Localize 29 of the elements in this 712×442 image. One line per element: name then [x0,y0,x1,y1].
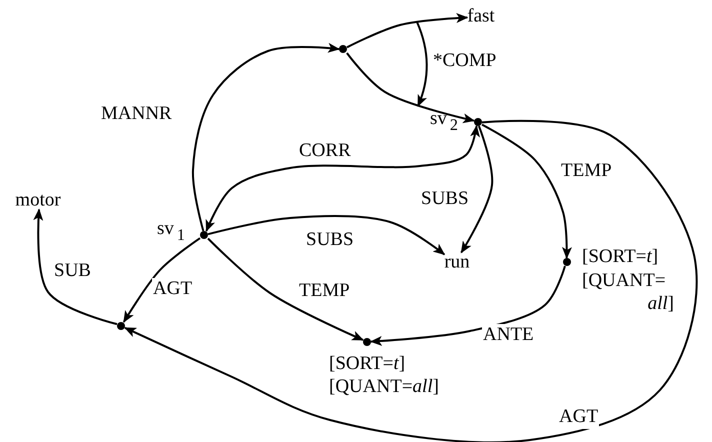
arrow [192,42,340,232]
node-annotation: [SORT=t] [582,246,658,269]
arrow [208,214,446,256]
node-annotation: [SORT=t] [329,353,406,376]
node-dot [339,45,347,53]
arrow [207,238,364,341]
node-dot [117,322,125,330]
arrow [33,208,118,326]
node-dot [200,231,208,239]
node-label: run [444,252,470,272]
arrow [346,52,475,124]
arrow [482,124,572,259]
relation-label: *COMP [433,50,496,73]
node-annotation: [QUANT=all] [329,376,439,399]
node-annotation: [QUANT= all] [582,270,674,316]
arrow [460,126,494,254]
node-annotation: sv$_{2}$ [430,108,458,136]
node-dot [474,118,482,126]
node-annotation: sv$_{1}$ [157,218,185,246]
node-dot [563,258,571,266]
arrow [124,120,698,442]
node-label: motor [15,190,61,210]
arrow [122,237,201,323]
arrow [346,13,468,48]
edge-label: AGT [558,406,600,429]
arrow [370,266,566,346]
arrow [205,125,480,232]
node-dot [363,338,371,346]
node-label: fast [467,6,495,26]
